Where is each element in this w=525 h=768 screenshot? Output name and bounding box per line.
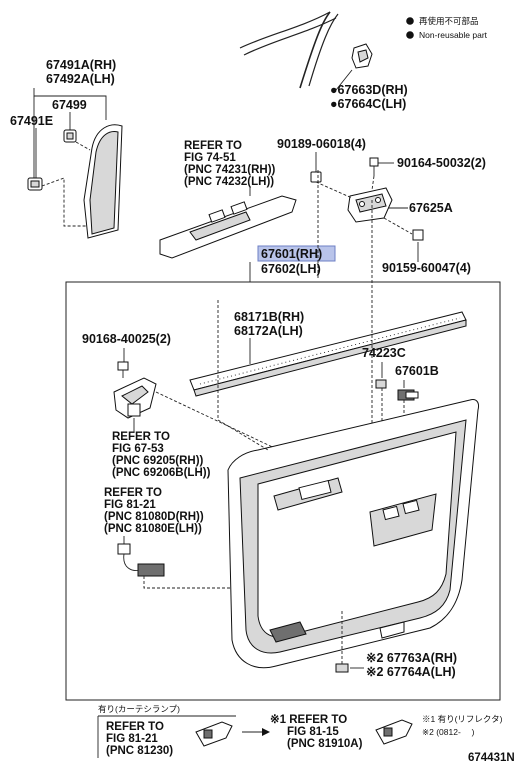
refer-fig-81-21[interactable]: REFER TO FIG 81-21 (PNC 81080D(RH)) (PNC… <box>104 487 204 535</box>
bracket-67625A[interactable] <box>347 187 393 223</box>
glass-run-channel <box>239 11 339 89</box>
legend-not-reusable-en: Non-reusable part <box>419 30 488 40</box>
door-trim-panel-67601[interactable] <box>227 399 479 669</box>
refer-81-21b-line1: REFER TO <box>106 721 164 733</box>
label-67499[interactable]: 67499 <box>52 98 87 112</box>
refer-81-21b-line3: (PNC 81230) <box>106 745 173 757</box>
label-67601B[interactable]: 67601B <box>395 364 439 378</box>
note-2: ※2 (0812- ) <box>422 727 475 737</box>
highlight-67601 <box>257 245 336 262</box>
label-67492A[interactable]: 67492A(LH) <box>46 72 115 86</box>
label-90159[interactable]: 90159-60047(4) <box>382 261 471 275</box>
courtesy-lamp-note: 有り(カーテシランプ) <box>98 704 180 714</box>
refer-fig-67-53[interactable]: REFER TO FIG 67-53 (PNC 69205(RH)) (PNC … <box>112 431 211 479</box>
belt-weatherstrip-68171B[interactable] <box>189 311 467 397</box>
label-74223C[interactable]: 74223C <box>362 346 406 360</box>
clip-67491E[interactable] <box>27 177 43 191</box>
arrow-icon <box>242 728 270 736</box>
refer-67-53-line3: (PNC 69205(RH)) <box>112 455 204 467</box>
legend: 再使用不可部品 Non-reusable part <box>406 16 488 40</box>
label-90189[interactable]: 90189-06018(4) <box>277 137 366 151</box>
door-clip-67663[interactable] <box>351 43 373 69</box>
refer-81-21b-line2: FIG 81-21 <box>106 733 158 745</box>
diagram-id: 674431N <box>468 752 515 764</box>
refer-67-53-line4: (PNC 69206B(LH)) <box>112 467 211 479</box>
label-68172A[interactable]: 68172A(LH) <box>234 324 303 338</box>
legend-bullet-2 <box>406 31 414 39</box>
refer-74-51-line3: (PNC 74231(RH)) <box>184 164 276 176</box>
legend-bullet-1 <box>406 17 414 25</box>
nut-90189[interactable] <box>310 171 322 183</box>
refer-81-21-line2: FIG 81-21 <box>104 499 156 511</box>
refer-67-53-line1: REFER TO <box>112 431 170 443</box>
label-67664C[interactable]: ●67664C(LH) <box>330 97 406 111</box>
refer-81-15-line1: ※1 REFER TO <box>270 713 347 726</box>
switch-67601B[interactable] <box>397 389 419 401</box>
label-67601-rh[interactable]: 67601(RH) <box>261 247 322 261</box>
refer-fig-81-21-b[interactable]: REFER TO FIG 81-21 (PNC 81230) <box>106 721 173 757</box>
note-1: ※1 有り(リフレクタ) <box>422 714 503 724</box>
courtesy-lamp-part[interactable] <box>195 721 233 747</box>
label-90164[interactable]: 90164-50032(2) <box>397 156 486 170</box>
label-67763A[interactable]: ※2 67763A(RH) <box>366 651 457 665</box>
clip-67763A[interactable] <box>335 663 349 673</box>
label-67625A[interactable]: 67625A <box>409 201 453 215</box>
refer-81-15-line3: (PNC 81910A) <box>287 738 363 750</box>
refer-81-21-line1: REFER TO <box>104 487 162 499</box>
label-90168[interactable]: 90168-40025(2) <box>82 332 171 346</box>
label-67491E[interactable]: 67491E <box>10 114 53 128</box>
garnish-panel-67491[interactable] <box>83 124 123 239</box>
refer-fig-74-51[interactable]: REFER TO FIG 74-51 (PNC 74231(RH)) (PNC … <box>184 140 276 188</box>
inside-handle[interactable] <box>113 377 157 419</box>
label-67602-lh[interactable]: 67602(LH) <box>261 262 321 276</box>
refer-74-51-line2: FIG 74-51 <box>184 152 236 164</box>
refer-74-51-line1: REFER TO <box>184 140 242 152</box>
armrest-switch-base <box>159 195 297 259</box>
clip-74223C[interactable] <box>375 379 387 389</box>
courtesy-wire-harness[interactable] <box>117 543 165 577</box>
refer-81-15-line2: FIG 81-15 <box>287 726 339 738</box>
screw-90164[interactable] <box>369 157 379 176</box>
refer-67-53-line2: FIG 67-53 <box>112 443 164 455</box>
screw-90159[interactable] <box>412 229 424 241</box>
screw-90168[interactable] <box>117 361 129 378</box>
legend-not-reusable-jp: 再使用不可部品 <box>419 16 479 26</box>
refer-81-21-line4: (PNC 81080E(LH)) <box>104 523 202 535</box>
refer-fig-81-15[interactable]: ※1 REFER TO FIG 81-15 (PNC 81910A) <box>270 713 363 750</box>
refer-81-21-line3: (PNC 81080D(RH)) <box>104 511 204 523</box>
label-67764A[interactable]: ※2 67764A(LH) <box>366 665 456 679</box>
label-67491A[interactable]: 67491A(RH) <box>46 58 116 72</box>
label-67663D[interactable]: ●67663D(RH) <box>330 83 408 97</box>
assembly-frame <box>65 281 501 701</box>
label-68171B[interactable]: 68171B(RH) <box>234 310 304 324</box>
clip-67499[interactable] <box>63 129 77 143</box>
reflector-part[interactable] <box>375 719 413 745</box>
refer-74-51-line4: (PNC 74232(LH)) <box>184 176 274 188</box>
